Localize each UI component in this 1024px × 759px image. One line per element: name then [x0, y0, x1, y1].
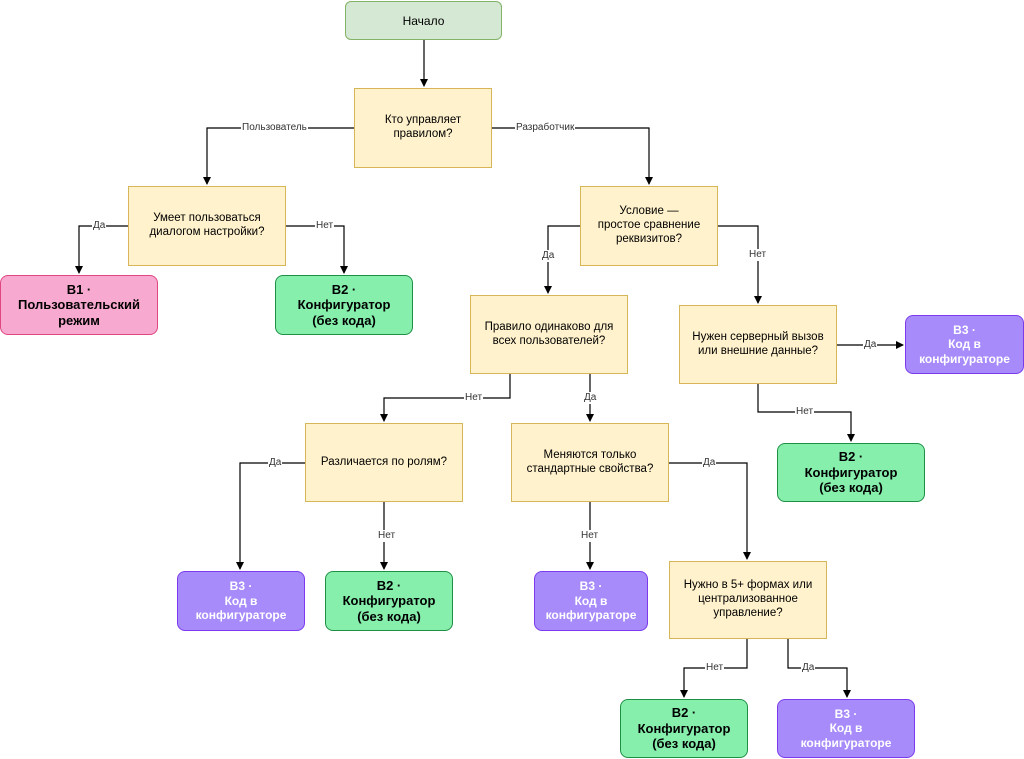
edge-simple-no [718, 225, 762, 304]
result-b2-configurator: B2 · Конфигуратор (без кода) [620, 699, 748, 758]
edge-same-no [380, 374, 511, 422]
decision-standard-properties: Меняются только стандартные свойства? [511, 423, 669, 502]
result-b3-code: B3 · Код в конфигураторе [534, 571, 648, 631]
edge-label-no: Нет [748, 249, 768, 261]
result-b2-configurator: B2 · Конфигуратор (без кода) [275, 275, 413, 335]
decision-who-manages-label: Кто управляет правилом? [384, 114, 462, 140]
decision-standard-properties-label: Меняются только стандартные свойства? [526, 448, 654, 475]
decision-server-call-label: Нужен серверный вызов или внешние данные… [692, 330, 824, 357]
edge-who-user [203, 127, 354, 185]
edge-who-developer [492, 127, 653, 185]
edge-label-no: Нет [795, 406, 815, 418]
edge-label-yes: Да [801, 662, 816, 674]
edge-label-yes: Да [268, 457, 283, 469]
edge-label-yes: Да [541, 250, 556, 262]
edge-dialog-no [286, 225, 348, 274]
result-b3-code: B3 · Код в конфигураторе [177, 571, 305, 631]
decision-simple-condition: Условие — простое сравнение реквизитов? [580, 186, 718, 266]
edge-label-user: Пользователь [241, 122, 308, 134]
decision-who-manages: Кто управляет правилом? [354, 88, 492, 168]
edge-label-yes: Да [583, 392, 598, 404]
start-node-label: Начало [402, 13, 445, 28]
edge-label-no: Нет [377, 530, 397, 542]
decision-five-forms: Нужно в 5+ формах или централизованное у… [669, 561, 827, 639]
result-b2-label: B2 · Конфигуратор (без кода) [342, 577, 436, 624]
result-b2-configurator: B2 · Конфигуратор (без кода) [325, 571, 453, 631]
decision-dialog-skill: Умеет пользоваться диалогом настройки? [128, 186, 286, 266]
edge-label-no: Нет [315, 220, 335, 232]
result-b1-user-mode: B1 · Пользовательский режим [0, 275, 158, 335]
edge-label-yes: Да [702, 457, 717, 469]
decision-by-roles-label: Различается по ролям? [320, 455, 448, 468]
edge-forms-yes [787, 639, 851, 698]
edge-simple-yes [544, 225, 580, 294]
decision-dialog-skill-label: Умеет пользоваться диалогом настройки? [149, 212, 265, 238]
result-b3-label: B3 · Код в конфигураторе [195, 579, 287, 623]
result-b1-label: B1 · Пользовательский режим [18, 281, 140, 328]
edge-label-no: Нет [464, 392, 484, 404]
decision-by-roles: Различается по ролям? [305, 423, 463, 502]
decision-same-for-all-label: Правило одинаково для всех пользователей… [484, 320, 614, 347]
decision-same-for-all: Правило одинаково для всех пользователей… [470, 295, 628, 374]
edge-label-yes: Да [863, 339, 878, 351]
result-b2-label: B2 · Конфигуратор (без кода) [297, 281, 391, 328]
edge-label-no: Нет [705, 662, 725, 674]
start-node: Начало [345, 1, 502, 40]
edge-dialog-yes [75, 225, 128, 274]
edge-standard-yes [668, 462, 751, 560]
result-b3-code: B3 · Код в конфигураторе [905, 315, 1024, 374]
result-b2-configurator: B2 · Конфигуратор (без кода) [777, 443, 925, 502]
decision-five-forms-label: Нужно в 5+ формах или централизованное у… [683, 579, 813, 619]
decision-server-call: Нужен серверный вызов или внешние данные… [679, 305, 837, 384]
edge-label-no: Нет [580, 530, 600, 542]
edge-label-developer: Разработчик [515, 122, 576, 134]
result-b3-label: B3 · Код в конфигураторе [545, 579, 637, 623]
result-b3-label: B3 · Код в конфигураторе [800, 706, 892, 750]
edge-label-yes: Да [92, 220, 107, 232]
result-b2-label: B2 · Конфигуратор (без кода) [637, 705, 731, 752]
result-b2-label: B2 · Конфигуратор (без кода) [804, 449, 898, 496]
result-b3-code: B3 · Код в конфигураторе [777, 699, 915, 758]
decision-simple-condition-label: Условие — простое сравнение реквизитов? [597, 205, 701, 245]
edge-roles-yes [236, 462, 305, 570]
result-b3-label: B3 · Код в конфигураторе [919, 322, 1010, 366]
